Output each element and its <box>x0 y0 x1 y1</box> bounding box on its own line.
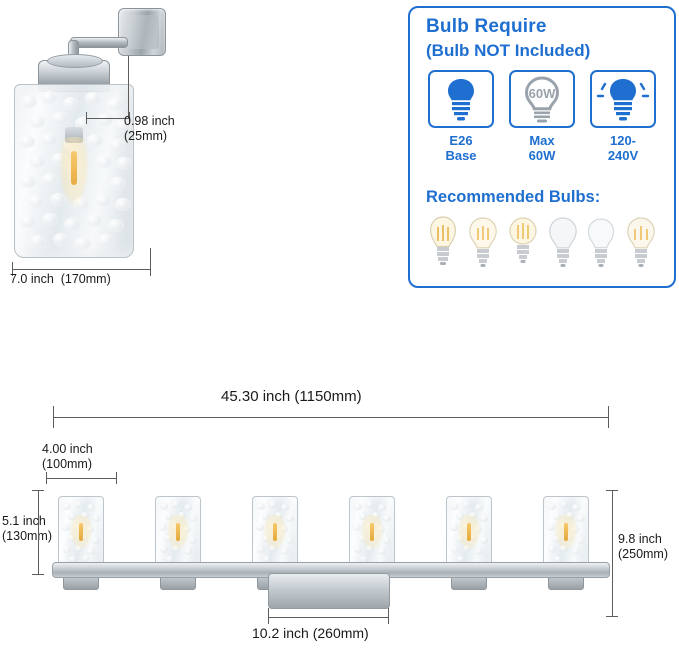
single-wall-sconce-illustration: 0.98 inch(25mm) 7.0 inch (170mm) <box>0 0 390 300</box>
clear-a19-filament-bulb <box>624 215 658 275</box>
light-spacing-label: 4.00 inch(100mm) <box>42 442 93 471</box>
width-dimension-line <box>12 269 151 270</box>
light-spacing-dimension-line <box>46 478 116 479</box>
bulb-wattage-icon: 60W <box>509 70 575 128</box>
frosted-a19-bulb <box>546 215 580 275</box>
shade-height-dimension-line <box>38 490 39 574</box>
spec-voltage: 120-240V <box>590 70 656 163</box>
total-height-label: 9.8 inch(250mm) <box>618 532 669 561</box>
canopy-width-label: 10.2 inch (260mm) <box>252 625 369 641</box>
spec-voltage-label: 120-240V <box>607 133 639 163</box>
shade-height-tick-top <box>32 490 44 491</box>
width-dimension-label: 7.0 inch (170mm) <box>10 272 111 286</box>
depth-dimension-label: 0.98 inch(25mm) <box>124 114 175 143</box>
st64-filament-bulb <box>426 215 460 275</box>
depth-tick-right <box>129 112 130 124</box>
total-height-tick-bottom <box>606 616 618 617</box>
g45-filament-bulb <box>506 215 540 275</box>
total-width-dimension-line <box>53 417 609 418</box>
light-spacing-tick-left <box>46 472 47 484</box>
six-light-vanity-illustration: 45.30 inch (1150mm) 4.00 inch(100mm) 5.1… <box>0 368 679 664</box>
bulb-box-subtitle: (Bulb NOT Included) <box>426 41 591 60</box>
a19-filament-bulb <box>466 215 500 275</box>
frosted-globe-bulb <box>584 215 618 275</box>
shade-height-tick-bottom <box>32 574 44 575</box>
total-width-label: 45.30 inch (1150mm) <box>221 388 362 405</box>
canopy-width-tick-right <box>388 608 389 624</box>
light-spacing-tick-right <box>116 472 117 484</box>
bulb-voltage-icon <box>590 70 656 128</box>
recommended-bulbs-row <box>424 213 662 275</box>
depth-dimension-line <box>86 118 130 119</box>
width-tick-right <box>150 248 151 276</box>
hammered-glass-shade <box>14 84 134 258</box>
center-canopy <box>268 573 390 609</box>
recommended-bulbs-label: Recommended Bulbs: <box>426 188 601 206</box>
depth-extension-line <box>128 56 129 118</box>
canopy-width-tick-left <box>268 608 269 624</box>
wall-mount-plate <box>118 8 166 56</box>
shade-height-label: 5.1 inch(130mm) <box>2 514 53 543</box>
canopy-width-dimension-line <box>268 617 389 618</box>
wattage-icon-text: 60W <box>529 86 556 101</box>
bulb-base-icon <box>428 70 494 128</box>
total-height-dimension-line <box>612 490 613 616</box>
bulb-filament <box>71 151 77 185</box>
total-height-tick-top <box>606 490 618 491</box>
depth-tick-left <box>86 112 87 124</box>
bulb-box-title: Bulb Require <box>426 16 547 37</box>
